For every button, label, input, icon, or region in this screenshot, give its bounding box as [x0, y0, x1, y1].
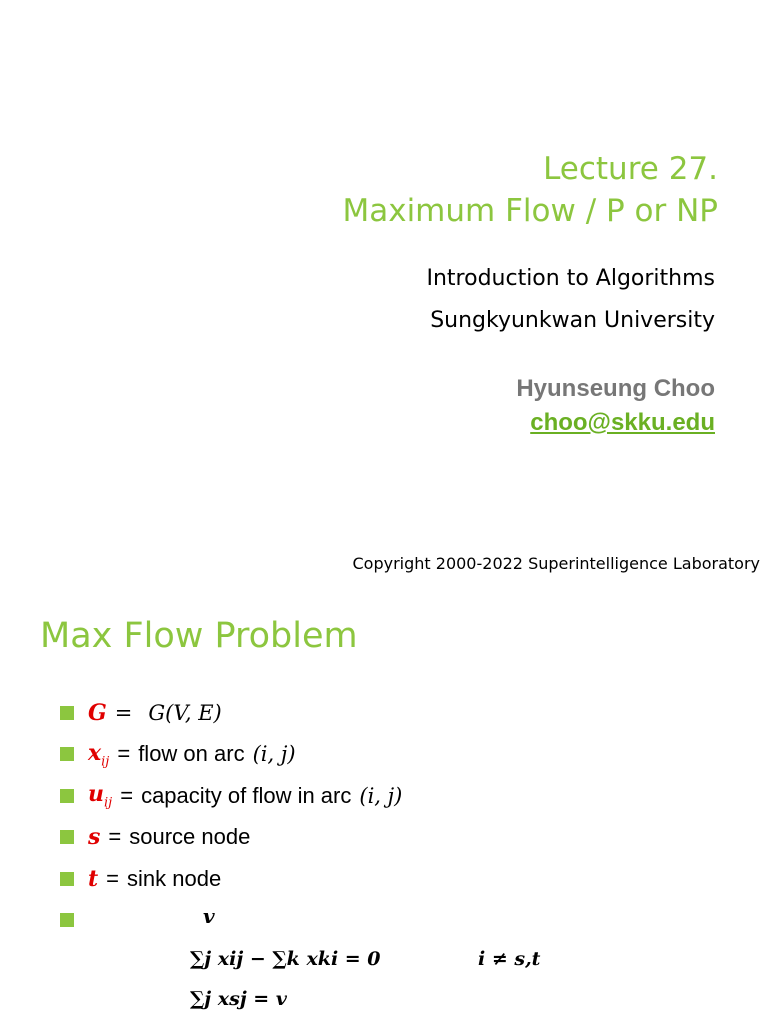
definition-list: G = G(V, E) xij = flow on arc (i, j) uij…: [60, 692, 402, 941]
text-description: flow on arc: [138, 741, 245, 767]
text-description: sink node: [127, 865, 222, 891]
math-description: G(V, E): [148, 700, 222, 725]
author-block: Hyunseung Choo choo@skku.edu: [516, 372, 715, 440]
lecture-topic: Maximum Flow / P or NP: [342, 193, 718, 229]
bullet-square-icon: [60, 747, 74, 762]
lecture-number: Lecture 27.: [543, 151, 718, 187]
variable-symbol: t: [88, 865, 99, 892]
list-item: t = sink node: [60, 858, 402, 900]
course-name: Introduction to Algorithms: [426, 266, 715, 291]
math-description: (i, j): [252, 742, 296, 767]
flow-value-symbol: v: [203, 904, 215, 928]
lecture-subtitle: Introduction to Algorithms Sungkyunkwan …: [426, 258, 715, 342]
list-item: [60, 900, 402, 942]
variable-symbol: uij: [88, 781, 113, 811]
text-description: source node: [129, 824, 251, 850]
bullet-square-icon: [60, 871, 74, 886]
source-flow-equation: ∑j xsj = v: [190, 988, 287, 1010]
variable-symbol: G: [88, 699, 107, 726]
text-description: capacity of flow in arc: [141, 782, 352, 808]
author-email-link[interactable]: choo@skku.edu: [530, 409, 715, 436]
conservation-condition: i ≠ s,t: [478, 948, 541, 970]
copyright-notice: Copyright 2000-2022 Superintelligence La…: [352, 554, 761, 573]
slide-title: Max Flow Problem: [40, 616, 358, 656]
list-item: G = G(V, E): [60, 692, 402, 734]
bullet-square-icon: [60, 788, 74, 803]
list-item: uij = capacity of flow in arc (i, j): [60, 775, 402, 817]
bullet-square-icon: [60, 705, 74, 720]
conservation-equation: ∑j xij − ∑k xki = 0: [190, 948, 381, 970]
variable-symbol: xij: [88, 739, 110, 769]
math-description: (i, j): [359, 783, 403, 808]
bullet-square-icon: [60, 830, 74, 845]
list-item: s = source node: [60, 817, 402, 859]
university-name: Sungkyunkwan University: [430, 308, 715, 333]
list-item: xij = flow on arc (i, j): [60, 734, 402, 776]
bullet-square-icon: [60, 913, 74, 928]
lecture-title: Lecture 27. Maximum Flow / P or NP: [342, 148, 718, 232]
variable-symbol: s: [88, 824, 101, 851]
max-flow-slide: Max Flow Problem G = G(V, E) xij = flow …: [0, 600, 768, 1024]
equals-sign: =: [106, 865, 120, 891]
author-name: Hyunseung Choo: [516, 375, 715, 402]
equals-sign: =: [108, 824, 122, 850]
title-slide: Lecture 27. Maximum Flow / P or NP Intro…: [342, 148, 761, 573]
equals-sign: =: [117, 741, 131, 767]
equals-sign: =: [120, 782, 134, 808]
equals-sign: =: [114, 700, 133, 725]
